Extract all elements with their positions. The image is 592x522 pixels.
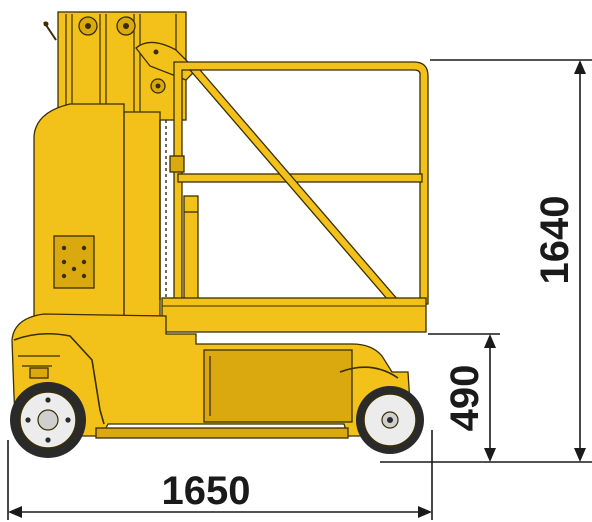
front-wheel-icon [10, 382, 86, 458]
control-panel [53, 235, 95, 289]
overall-height-label: 1640 [533, 196, 577, 285]
tower-column [33, 103, 167, 317]
work-platform [135, 41, 429, 333]
platform-height-label: 490 [443, 365, 487, 432]
dimension-lines [7, 59, 592, 520]
lift-chain [159, 120, 167, 300]
mast-pulley-icon [78, 16, 166, 94]
rear-wheel-icon [356, 386, 424, 454]
dimension-arrowheads [8, 60, 586, 518]
chassis [11, 313, 413, 439]
overall-length-label: 1650 [162, 469, 251, 513]
